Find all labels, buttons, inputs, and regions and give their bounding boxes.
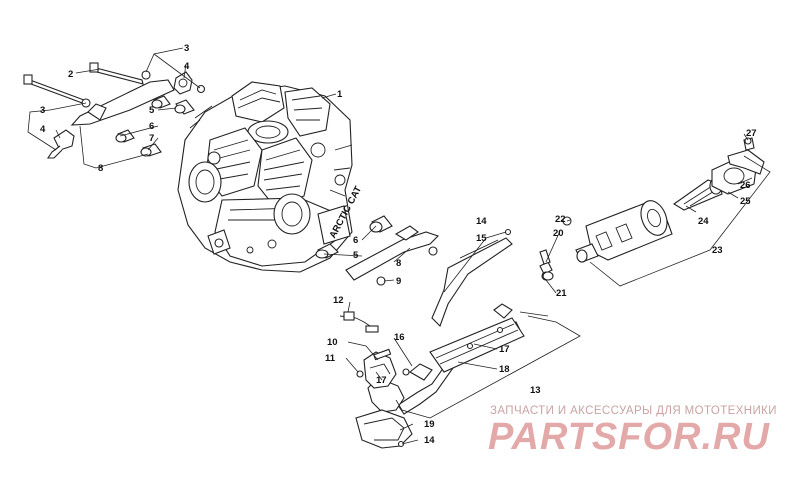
callout-27: 27 [746, 128, 757, 139]
callout-16: 16 [394, 332, 405, 343]
watermark-subtitle: ЗАПЧАСТИ И АКСЕССУАРЫ ДЛЯ МОТОТЕХНИКИ [490, 405, 777, 417]
callout-24: 24 [698, 216, 709, 227]
upper-mount-hardware [23, 62, 206, 159]
callout-4: 4 [40, 124, 46, 135]
watermark-brand: PARTSFOR.RU [488, 416, 770, 458]
callout-2: 2 [68, 69, 73, 80]
callout-14: 14 [424, 435, 435, 446]
callout-numbers: 1 2 3 3 4 4 5 5 6 6 7 8 8 9 10 11 12 13 … [40, 43, 757, 446]
callout-6: 6 [149, 121, 154, 132]
callout-22: 22 [555, 214, 566, 225]
callout-6: 6 [353, 235, 358, 246]
lower-mount-hardware [315, 215, 440, 286]
callout-5: 5 [149, 105, 155, 116]
callout-3: 3 [40, 105, 45, 116]
callout-20: 20 [553, 228, 564, 239]
callout-23: 23 [712, 245, 723, 256]
muffler-assembly [575, 137, 765, 263]
o2-sensor [339, 311, 410, 389]
callout-11: 11 [325, 353, 336, 364]
callout-5: 5 [353, 250, 359, 261]
callout-3: 3 [184, 43, 189, 54]
callout-17: 17 [376, 375, 387, 386]
exhaust-hardware [504, 216, 572, 281]
callout-7: 7 [149, 133, 154, 144]
callout-1: 1 [337, 89, 343, 100]
callout-8: 8 [98, 163, 103, 174]
callout-9: 9 [396, 276, 401, 287]
callout-14: 14 [476, 216, 487, 227]
callout-17: 17 [499, 344, 510, 355]
callout-19: 19 [424, 419, 435, 430]
callout-21: 21 [556, 288, 567, 299]
engine-assembly: ARCTIC CAT [177, 81, 364, 273]
callout-10: 10 [327, 337, 338, 348]
callout-8: 8 [396, 258, 401, 269]
callout-4: 4 [184, 61, 190, 72]
callout-12: 12 [333, 295, 344, 306]
callout-15: 15 [476, 233, 487, 244]
callout-25: 25 [740, 196, 751, 207]
callout-26: 26 [740, 180, 751, 191]
callout-18: 18 [499, 364, 510, 375]
callout-13: 13 [530, 385, 541, 396]
leader-lines [27, 47, 771, 445]
